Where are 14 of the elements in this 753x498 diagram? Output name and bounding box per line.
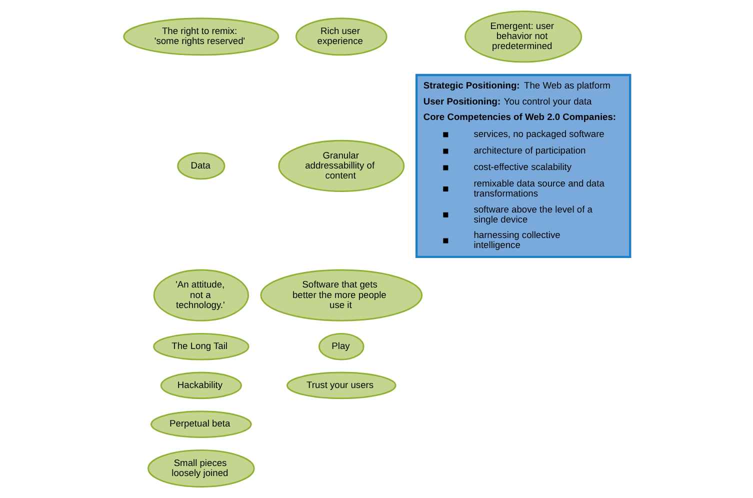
node-ellipse: Data — [176, 152, 225, 180]
node-ellipse: The right to remix: 'some rights reserved' — [122, 18, 279, 56]
node-ellipse: Hackability — [160, 372, 242, 400]
node-ellipse: Rich user experience — [294, 18, 387, 56]
node-ellipse: Play — [318, 332, 364, 360]
node-ellipse: 'An attitude, not a technology.' — [152, 269, 248, 322]
node-ellipse: Perpetual beta — [150, 410, 252, 438]
node-ellipse: Trust your users — [286, 372, 396, 400]
node-ellipse: The Long Tail — [152, 332, 249, 360]
node-ellipse: Software that gets better the more people use it — [260, 269, 422, 322]
node-box: Strategic Positioning: The Web as platform User Positioning: You control your data Core Competencies of Web 2.0 Companies: services, no packaged software architecture of participation cost-effective scalability remixable data source and data transformations software above the level of a single device harnessing collective intelligence — [414, 74, 631, 258]
node-ellipse: Small pieces loosely joined — [147, 449, 254, 488]
node-ellipse: Emergent: user behavior not predetermined — [464, 10, 582, 63]
node-ellipse: Granular addressabillity of content — [278, 140, 404, 192]
